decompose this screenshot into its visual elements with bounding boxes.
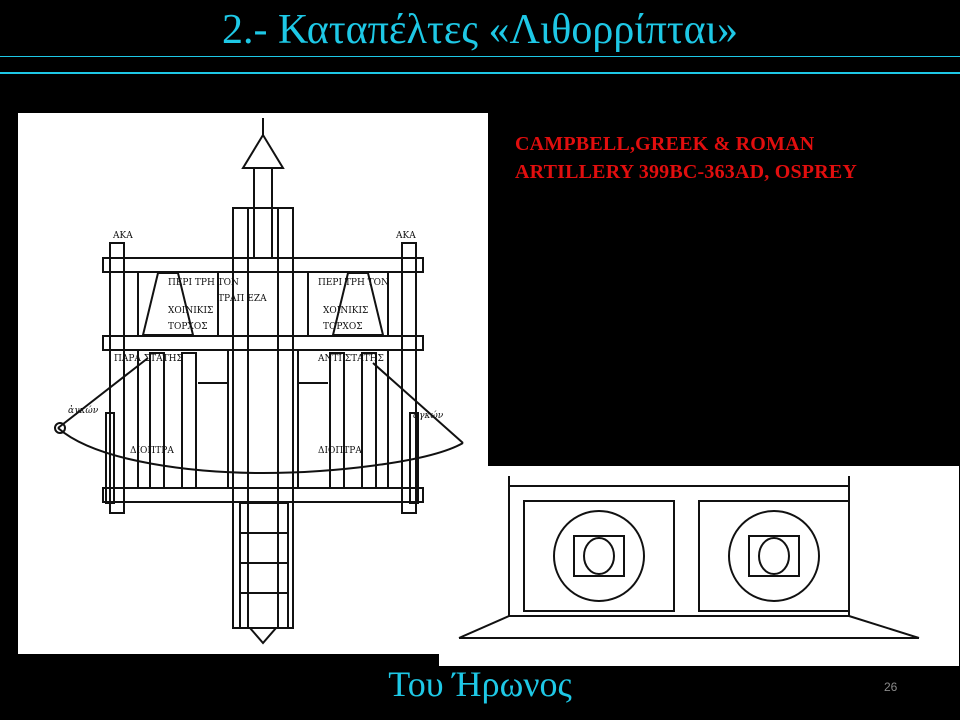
label-dioptra-left: ΔΙΟΠΤΡΑ [130,446,174,456]
label-torchos-left: ΤΟΡΧΟΣ [168,322,208,332]
title-rule-bottom [0,72,960,74]
label-antistatis: ΑΝΤΙ ΣΤΑΤΗΣ [317,354,384,364]
catapult-frame-drawing [439,466,959,666]
label-agkon-left: ἀγκών [68,405,99,416]
catapult-frame-svg [458,476,920,639]
source-credit: CAMPBELL,GREEK & ROMAN ARTILLERY 399BC-3… [515,130,857,186]
slide-caption: Του Ήρωνος [388,664,572,704]
label-parastatis: ΠΑΡΑ ΣΤΑΤΗΣ [114,354,183,364]
label-aka-right: ΑΚΑ [395,231,416,241]
slide-number: 26 [884,680,898,694]
label-agkon-right: ἀγκών [413,410,444,421]
label-trapeza: ΤΡΑΠ ΕΖΑ [218,294,267,304]
slide-title: 2.- Καταπέλτες «Λιθορρίπται» [222,7,738,53]
catapult-plan-svg: ΑΚΑ ΑΚΑ ΠΕΡΙ ΤΡΗ ΤΟΝ ΠΕΡΙ ΤΡΗ ΤΟΝ ΤΡΑΠ Ε… [54,118,464,645]
credit-line-1: CAMPBELL,GREEK & ROMAN [515,133,815,155]
label-peritreton-left: ΠΕΡΙ ΤΡΗ ΤΟΝ [168,278,239,288]
title-rule-top [0,56,960,57]
label-aka-left: ΑΚΑ [112,231,133,241]
credit-line-2: ARTILLERY 399BC-363AD, OSPREY [515,161,858,183]
catapult-plan-drawing: ΑΚΑ ΑΚΑ ΠΕΡΙ ΤΡΗ ΤΟΝ ΠΕΡΙ ΤΡΗ ΤΟΝ ΤΡΑΠ Ε… [18,113,488,654]
label-choinikis-right: ΧΟΙΝΙΚΙΣ [323,306,368,316]
label-dioptra-right: ΔΙΟΠΤΡΑ [318,446,362,456]
label-torchos-right: ΤΟΡΧΟΣ [323,322,363,332]
label-peritreton-right: ΠΕΡΙ ΤΡΗ ΤΟΝ [318,278,389,288]
label-choinikis-left: ΧΟΙΝΙΚΙΣ [168,306,213,316]
